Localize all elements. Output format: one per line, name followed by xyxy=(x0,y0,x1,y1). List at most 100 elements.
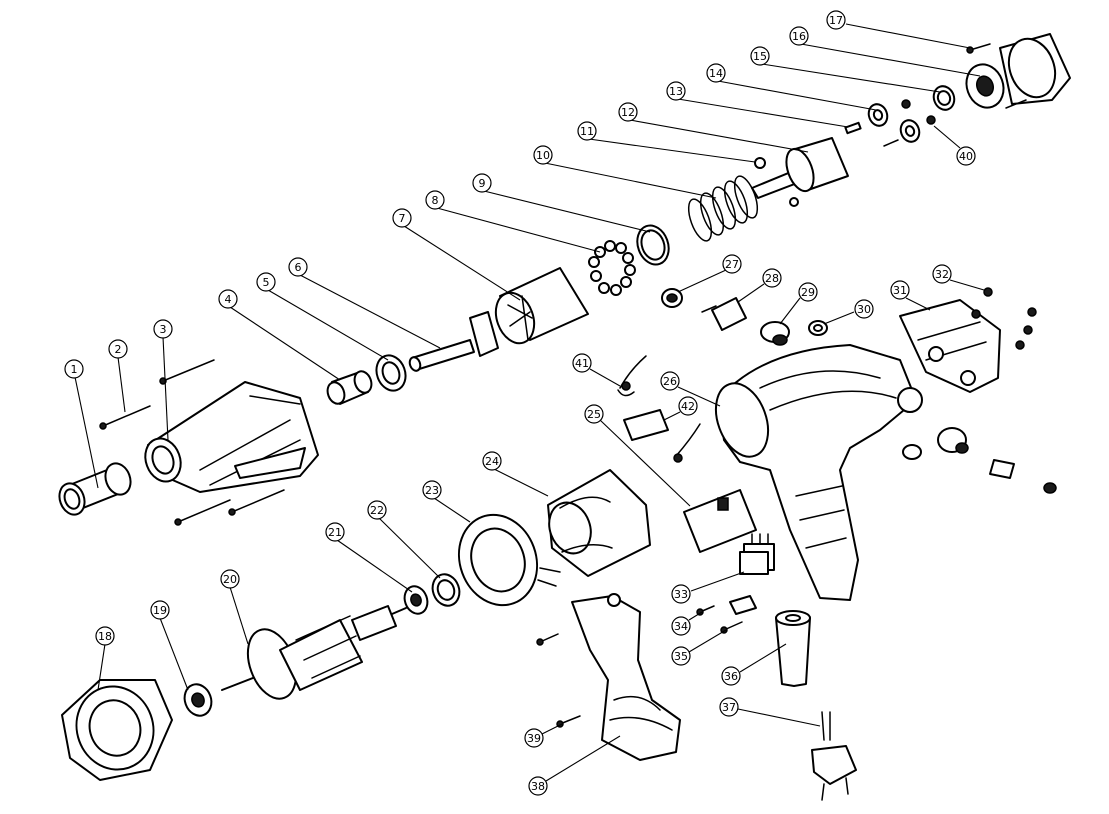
callout-3: 3 xyxy=(153,319,173,339)
part-33-connector xyxy=(739,551,769,575)
callout-39: 39 xyxy=(524,728,544,748)
svg-text:10: 10 xyxy=(536,149,550,162)
callout-13: 13 xyxy=(666,81,686,101)
callout-16: 16 xyxy=(789,26,809,46)
parts-layer xyxy=(58,33,1071,801)
part-21-bearing xyxy=(403,585,429,615)
svg-text:38: 38 xyxy=(531,780,545,793)
svg-text:12: 12 xyxy=(621,106,635,119)
part-39-screw xyxy=(536,633,581,728)
callout-27: 27 xyxy=(722,254,742,274)
svg-text:6: 6 xyxy=(295,261,302,274)
part-5-washer xyxy=(375,354,407,392)
svg-text:8: 8 xyxy=(432,194,439,207)
callout-29: 29 xyxy=(798,282,818,302)
part-32-screws xyxy=(971,287,1037,350)
callout-26: 26 xyxy=(660,371,680,391)
svg-text:7: 7 xyxy=(399,212,406,225)
part-22-ring xyxy=(431,573,461,607)
callout-19: 19 xyxy=(150,600,170,620)
part-20-armature xyxy=(221,605,407,700)
svg-text:11: 11 xyxy=(580,125,594,138)
callout-28: 28 xyxy=(762,268,782,288)
svg-text:36: 36 xyxy=(724,670,738,683)
part-1-socket-sleeve xyxy=(58,462,132,516)
svg-text:2: 2 xyxy=(115,343,122,356)
svg-text:39: 39 xyxy=(527,732,541,745)
part-2-long-screws xyxy=(99,359,285,526)
part-16-bearing xyxy=(965,63,1005,109)
callout-41: 41 xyxy=(572,353,592,373)
callout-34: 34 xyxy=(671,616,691,636)
svg-text:34: 34 xyxy=(674,620,688,633)
callouts-layer: 1 2 3 4 5 6 7 8 9 10 11 12 13 14 15 16 1 xyxy=(64,10,985,796)
svg-text:20: 20 xyxy=(223,573,237,586)
callout-31: 31 xyxy=(890,280,910,300)
svg-text:27: 27 xyxy=(725,258,739,271)
callout-2: 2 xyxy=(108,339,128,359)
svg-text:28: 28 xyxy=(765,272,779,285)
callout-4: 4 xyxy=(218,289,238,309)
svg-text:30: 30 xyxy=(857,303,871,316)
callout-33: 33 xyxy=(671,584,691,604)
callout-37: 37 xyxy=(719,697,739,717)
part-24-stator xyxy=(547,469,651,577)
part-11-small-ball xyxy=(754,157,766,169)
svg-text:5: 5 xyxy=(263,276,270,289)
svg-text:4: 4 xyxy=(225,293,232,306)
svg-text:37: 37 xyxy=(722,701,736,714)
svg-text:29: 29 xyxy=(801,286,815,299)
svg-text:31: 31 xyxy=(893,284,907,297)
part-19-bearing xyxy=(183,683,213,717)
part-4-bushing xyxy=(326,370,373,405)
callout-11: 11 xyxy=(577,121,597,141)
part-18-rear-housing xyxy=(61,679,173,781)
svg-text:18: 18 xyxy=(98,630,112,643)
part-37-plug xyxy=(811,711,857,801)
callout-30: 30 xyxy=(854,299,874,319)
part-23-baffle xyxy=(457,513,561,607)
callout-9: 9 xyxy=(472,173,492,193)
callout-17: 17 xyxy=(826,10,846,30)
svg-text:13: 13 xyxy=(669,85,683,98)
svg-text:23: 23 xyxy=(425,484,439,497)
part-35-screw xyxy=(720,621,743,634)
callout-15: 15 xyxy=(750,46,770,66)
callout-40: 40 xyxy=(956,146,976,166)
callout-12: 12 xyxy=(618,102,638,122)
part-3-front-housing xyxy=(144,381,319,493)
part-10-spring xyxy=(687,175,759,242)
callout-6: 6 xyxy=(288,257,308,277)
part-26-main-housing xyxy=(714,344,923,601)
svg-text:16: 16 xyxy=(792,30,806,43)
part-7-hammer-cage xyxy=(494,267,589,345)
callout-22: 22 xyxy=(367,500,387,520)
callout-38: 38 xyxy=(528,776,548,796)
svg-text:19: 19 xyxy=(153,604,167,617)
part-40-bearing-set xyxy=(883,115,936,147)
callout-5: 5 xyxy=(256,272,276,292)
part-38-handle-half xyxy=(571,593,681,761)
svg-text:41: 41 xyxy=(575,357,589,370)
part-27-brush-holder xyxy=(661,288,683,308)
part-29-brush-cap xyxy=(760,321,790,346)
callout-10: 10 xyxy=(533,145,553,165)
callout-36: 36 xyxy=(721,666,741,686)
svg-text:26: 26 xyxy=(663,375,677,388)
part-12-spindle xyxy=(751,137,849,207)
callout-18: 18 xyxy=(95,626,115,646)
part-6-anvil xyxy=(408,311,499,372)
svg-text:21: 21 xyxy=(328,526,342,539)
part-30-washer xyxy=(808,320,828,336)
svg-text:14: 14 xyxy=(709,67,723,80)
callout-32: 32 xyxy=(932,264,952,284)
svg-text:15: 15 xyxy=(753,50,767,63)
svg-text:22: 22 xyxy=(370,504,384,517)
part-34-cord-clamp xyxy=(696,595,757,616)
svg-text:35: 35 xyxy=(674,650,688,663)
svg-text:24: 24 xyxy=(485,455,499,468)
svg-text:32: 32 xyxy=(935,268,949,281)
svg-text:25: 25 xyxy=(587,408,601,421)
callout-35: 35 xyxy=(671,646,691,666)
